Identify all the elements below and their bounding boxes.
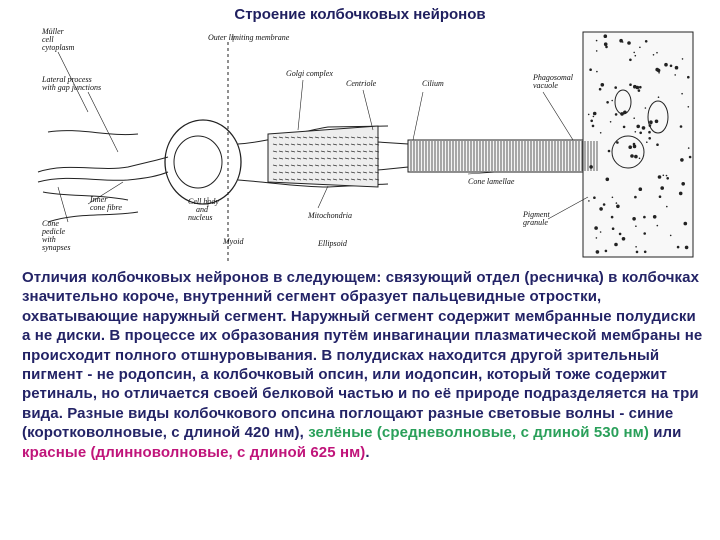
label-and: and (196, 205, 209, 214)
label-pigment: Pigment (522, 210, 550, 219)
text-red-cones: красные (длинноволновые, с длиной 625 нм… (22, 443, 366, 461)
cone-neuron-diagram: Müller cell cytoplasm Outer limiting mem… (37, 27, 694, 262)
label-myoid: Myoid (222, 237, 244, 246)
label-pedicle: pedicle (41, 227, 66, 236)
label-synapses: synapses (42, 243, 70, 252)
label-vacuole: vacuole (533, 81, 558, 90)
label-cone: Cone (42, 219, 59, 228)
description-text: Отличия колбочковых нейронов в следующем… (22, 268, 704, 462)
label-muller: Müller (41, 27, 65, 36)
label-cilium: Cilium (422, 79, 444, 88)
text-green-cones: зелёные (средневолновые, с длиной 530 нм… (308, 424, 649, 442)
label-cone-fibre: cone fibre (90, 203, 122, 212)
label-ellipsoid: Ellipsoid (317, 239, 348, 248)
label-nucleus: nucleus (188, 213, 212, 222)
cone-neuron-figure: Müller cell cytoplasm Outer limiting mem… (28, 22, 698, 266)
label-cytoplasm: cytoplasm (42, 43, 75, 52)
text-part-2: или (648, 424, 682, 442)
label-cone-lamellae: Cone lamellae (468, 177, 515, 186)
label-centriole: Centriole (346, 79, 377, 88)
label-cell: cell (42, 35, 54, 44)
label-granule: granule (523, 218, 548, 227)
label-inner: Inner (89, 195, 108, 204)
label-with-gap-junctions: with gap junctions (42, 83, 101, 92)
label-with: with (42, 235, 56, 244)
text-part-1: Отличия колбочковых нейронов в следующем… (22, 269, 703, 442)
label-cell-body: Cell body (188, 197, 219, 206)
label-golgi-complex: Golgi complex (286, 69, 333, 78)
page-title: Строение колбочковых нейронов (234, 6, 486, 23)
label-mitochondria: Mitochondria (307, 211, 352, 220)
label-phagosomal: Phagosomal (532, 73, 574, 82)
label-outer-limiting-membrane: Outer limiting membrane (208, 33, 290, 42)
label-lateral-process: Lateral process (41, 75, 92, 84)
text-part-3: . (365, 443, 370, 461)
